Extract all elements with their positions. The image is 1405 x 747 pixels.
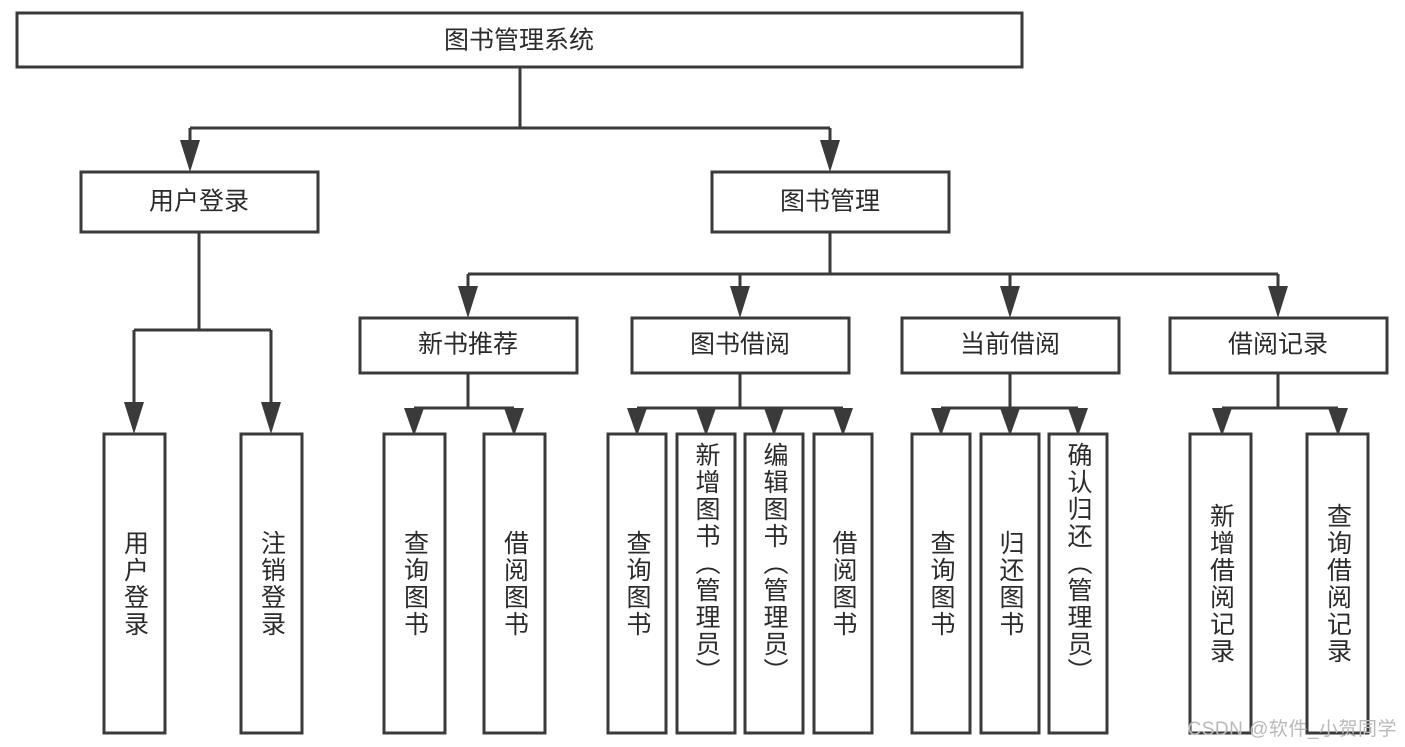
node-leaf-query-book-2-box[interactable] [606,432,668,735]
arrowhead-leaf-add-book-admin [696,408,716,436]
node-leaf-edit-book-admin-box[interactable] [743,432,805,735]
node-borrow-record-label: 借阅记录 [1228,331,1328,359]
node-leaf-user-login-box[interactable] [102,432,167,735]
node-borrow-record[interactable]: 借阅记录 [1168,316,1389,375]
node-book-manage-label: 图书管理 [780,188,880,216]
arrowhead-leaf-return-book [1000,408,1020,436]
node-new-book-recommend-label: 新书推荐 [418,331,518,359]
node-leaf-query-book-3-box[interactable] [910,432,972,735]
arrowhead-user-login [180,140,200,172]
node-book-manage-box[interactable] [710,170,951,234]
arrowhead-leaf-confirm-return-admin [1068,408,1088,436]
arrowhead-leaf-borrow-book-1 [504,408,524,436]
node-root[interactable]: 图书管理系统 [15,11,1024,69]
node-current-borrow-box[interactable] [900,316,1121,375]
node-current-borrow[interactable]: 当前借阅 [900,316,1121,375]
node-current-borrow-label: 当前借阅 [960,331,1060,359]
arrowhead-leaf-query-book-1 [404,408,424,436]
arrowhead-borrow-record [1268,286,1288,318]
node-user-login-box[interactable] [79,170,320,234]
node-book-borrow-label: 图书借阅 [690,331,790,359]
arrowhead-leaf-query-borrow-record [1328,408,1348,436]
node-root-label: 图书管理系统 [444,27,594,55]
connector-layer [124,67,1348,436]
node-user-login-label: 用户登录 [149,188,249,216]
node-book-manage[interactable]: 图书管理 [710,170,951,234]
arrowhead-book-borrow [730,286,750,318]
node-leaf-return-book-box[interactable] [979,432,1041,735]
arrowhead-leaf-query-book-3 [931,408,951,436]
arrowhead-book-manage [820,140,840,172]
node-leaf-borrow-book-1-box[interactable] [482,432,547,735]
node-book-borrow[interactable]: 图书借阅 [630,316,851,375]
arrowhead-leaf-borrow-book-2 [833,408,853,436]
arrowhead-new-book-recommend [458,286,478,318]
node-new-book-recommend[interactable]: 新书推荐 [358,316,579,375]
node-leaf-add-book-admin-box[interactable] [675,432,737,735]
arrowhead-leaf-query-book-2 [627,408,647,436]
node-book-borrow-box[interactable] [630,316,851,375]
node-leaf-query-borrow-record-box[interactable] [1305,432,1370,735]
arrowhead-leaf-user-login [124,402,144,434]
node-leaf-add-borrow-record-box[interactable] [1188,432,1253,735]
arrowhead-leaf-edit-book-admin [764,408,784,436]
node-root-box[interactable] [15,11,1024,69]
node-leaf-borrow-book-2-box[interactable] [812,432,874,735]
node-leaf-confirm-return-admin-box[interactable] [1047,432,1109,735]
arrowhead-leaf-add-borrow-record [1212,408,1232,436]
node-layer: 图书管理系统 用户登录 图书管理 新书推荐 图书借阅 [15,11,1389,735]
node-leaf-query-book-1-box[interactable] [382,432,447,735]
arrowhead-leaf-logout-login [261,402,281,434]
node-user-login[interactable]: 用户登录 [79,170,320,234]
node-new-book-recommend-box[interactable] [358,316,579,375]
node-borrow-record-box[interactable] [1168,316,1389,375]
node-leaf-logout-login-box[interactable] [239,432,304,735]
arrowhead-current-borrow [1000,286,1020,318]
